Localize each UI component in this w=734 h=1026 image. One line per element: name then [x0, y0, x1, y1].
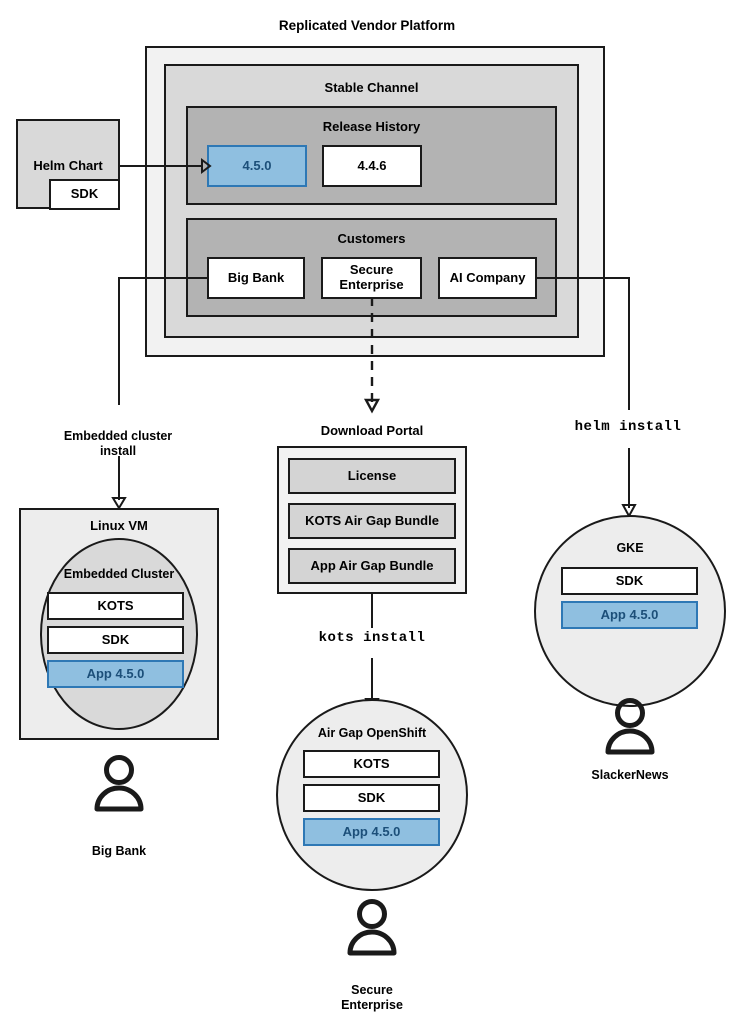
connector-big-bank-stub	[118, 277, 210, 279]
openshift-component-sdk[interactable]: SDK	[303, 784, 440, 812]
download-artifact-app-air-gap-bundle[interactable]: App Air Gap Bundle	[288, 548, 456, 584]
component-label: SDK	[357, 789, 386, 805]
gke-component-app[interactable]: App 4.5.0	[561, 601, 698, 629]
customer-name: AI Company	[449, 269, 526, 285]
linux-vm-label: Linux VM	[90, 518, 148, 533]
component-label: App 4.5.0	[86, 665, 145, 681]
customer-chip-ai-company[interactable]: AI Company	[438, 257, 537, 299]
component-label: KOTS	[353, 755, 390, 771]
persona-label-big-bank: Big Bank	[39, 829, 199, 859]
release-version-text: 4.4.6	[357, 157, 387, 173]
edge-label-text: kots install	[318, 630, 426, 646]
release-history-label: Release History	[322, 119, 421, 134]
component-label: KOTS	[97, 597, 134, 613]
release-chip-4.5.0[interactable]: 4.5.0	[207, 145, 307, 187]
person-icon	[347, 899, 397, 956]
linux-vm-component-kots[interactable]: KOTS	[47, 592, 184, 620]
edge-label-text: Embedded cluster install	[63, 429, 173, 458]
sdk-label: SDK	[70, 186, 99, 202]
persona-text: Big Bank	[91, 844, 147, 858]
stable-channel-label: Stable Channel	[324, 80, 419, 95]
download-portal-label: Download Portal	[320, 423, 424, 438]
gke-label: GKE	[616, 541, 644, 555]
edge-label-text: helm install	[574, 419, 682, 435]
openshift-component-kots[interactable]: KOTS	[303, 750, 440, 778]
connector-ai-company-vertical	[628, 277, 630, 410]
edge-label-embedded-cluster-install: Embedded cluster install	[28, 414, 208, 459]
persona-text: Secure Enterprise	[341, 983, 403, 1012]
connector-ai-company-stub	[536, 277, 630, 279]
connector-big-bank-vertical	[118, 277, 120, 405]
artifact-label: App Air Gap Bundle	[310, 557, 434, 573]
component-label: SDK	[101, 631, 130, 647]
helm-chart-label: Helm Chart	[33, 158, 103, 173]
edge-label-kots-install: kots install	[272, 630, 472, 646]
person-icon	[605, 698, 655, 755]
component-label: App 4.5.0	[342, 823, 401, 839]
persona-label-slackernews: SlackerNews	[550, 768, 710, 783]
connector-helm-to-release	[118, 158, 212, 174]
release-chip-4.4.6[interactable]: 4.4.6	[322, 145, 422, 187]
customer-chip-big-bank[interactable]: Big Bank	[207, 257, 305, 299]
component-label: SDK	[615, 572, 644, 588]
edge-label-helm-install: helm install	[528, 419, 728, 435]
component-label: App 4.5.0	[600, 606, 659, 622]
customer-chip-secure-enterprise[interactable]: Secure Enterprise	[321, 257, 422, 299]
air-gap-openshift-label: Air Gap OpenShift	[317, 726, 427, 740]
release-version-text: 4.5.0	[242, 157, 272, 173]
customers-label: Customers	[337, 231, 406, 246]
linux-vm-component-sdk[interactable]: SDK	[47, 626, 184, 654]
persona-text: SlackerNews	[591, 768, 669, 782]
connector-helm-install-arrow	[621, 448, 637, 519]
helm-chart-sdk-chip[interactable]: SDK	[49, 179, 120, 210]
gke-component-sdk[interactable]: SDK	[561, 567, 698, 595]
download-artifact-license[interactable]: License	[288, 458, 456, 494]
connector-download-portal-vertical	[371, 594, 373, 628]
artifact-label: KOTS Air Gap Bundle	[305, 512, 439, 528]
artifact-label: License	[347, 467, 397, 483]
connector-secure-enterprise-dashed	[363, 297, 381, 414]
persona-label-secure-enterprise: Secure Enterprise	[292, 968, 452, 1013]
connector-embedded-cluster-arrow	[111, 456, 127, 510]
openshift-component-app[interactable]: App 4.5.0	[303, 818, 440, 846]
diagram-title: Replicated Vendor Platform	[278, 18, 456, 33]
person-icon	[94, 755, 144, 812]
customer-name: Secure Enterprise	[339, 262, 404, 292]
download-artifact-kots-air-gap-bundle[interactable]: KOTS Air Gap Bundle	[288, 503, 456, 539]
customer-name: Big Bank	[227, 269, 285, 285]
linux-vm-component-app[interactable]: App 4.5.0	[47, 660, 184, 688]
embedded-cluster-label: Embedded Cluster	[63, 567, 175, 581]
